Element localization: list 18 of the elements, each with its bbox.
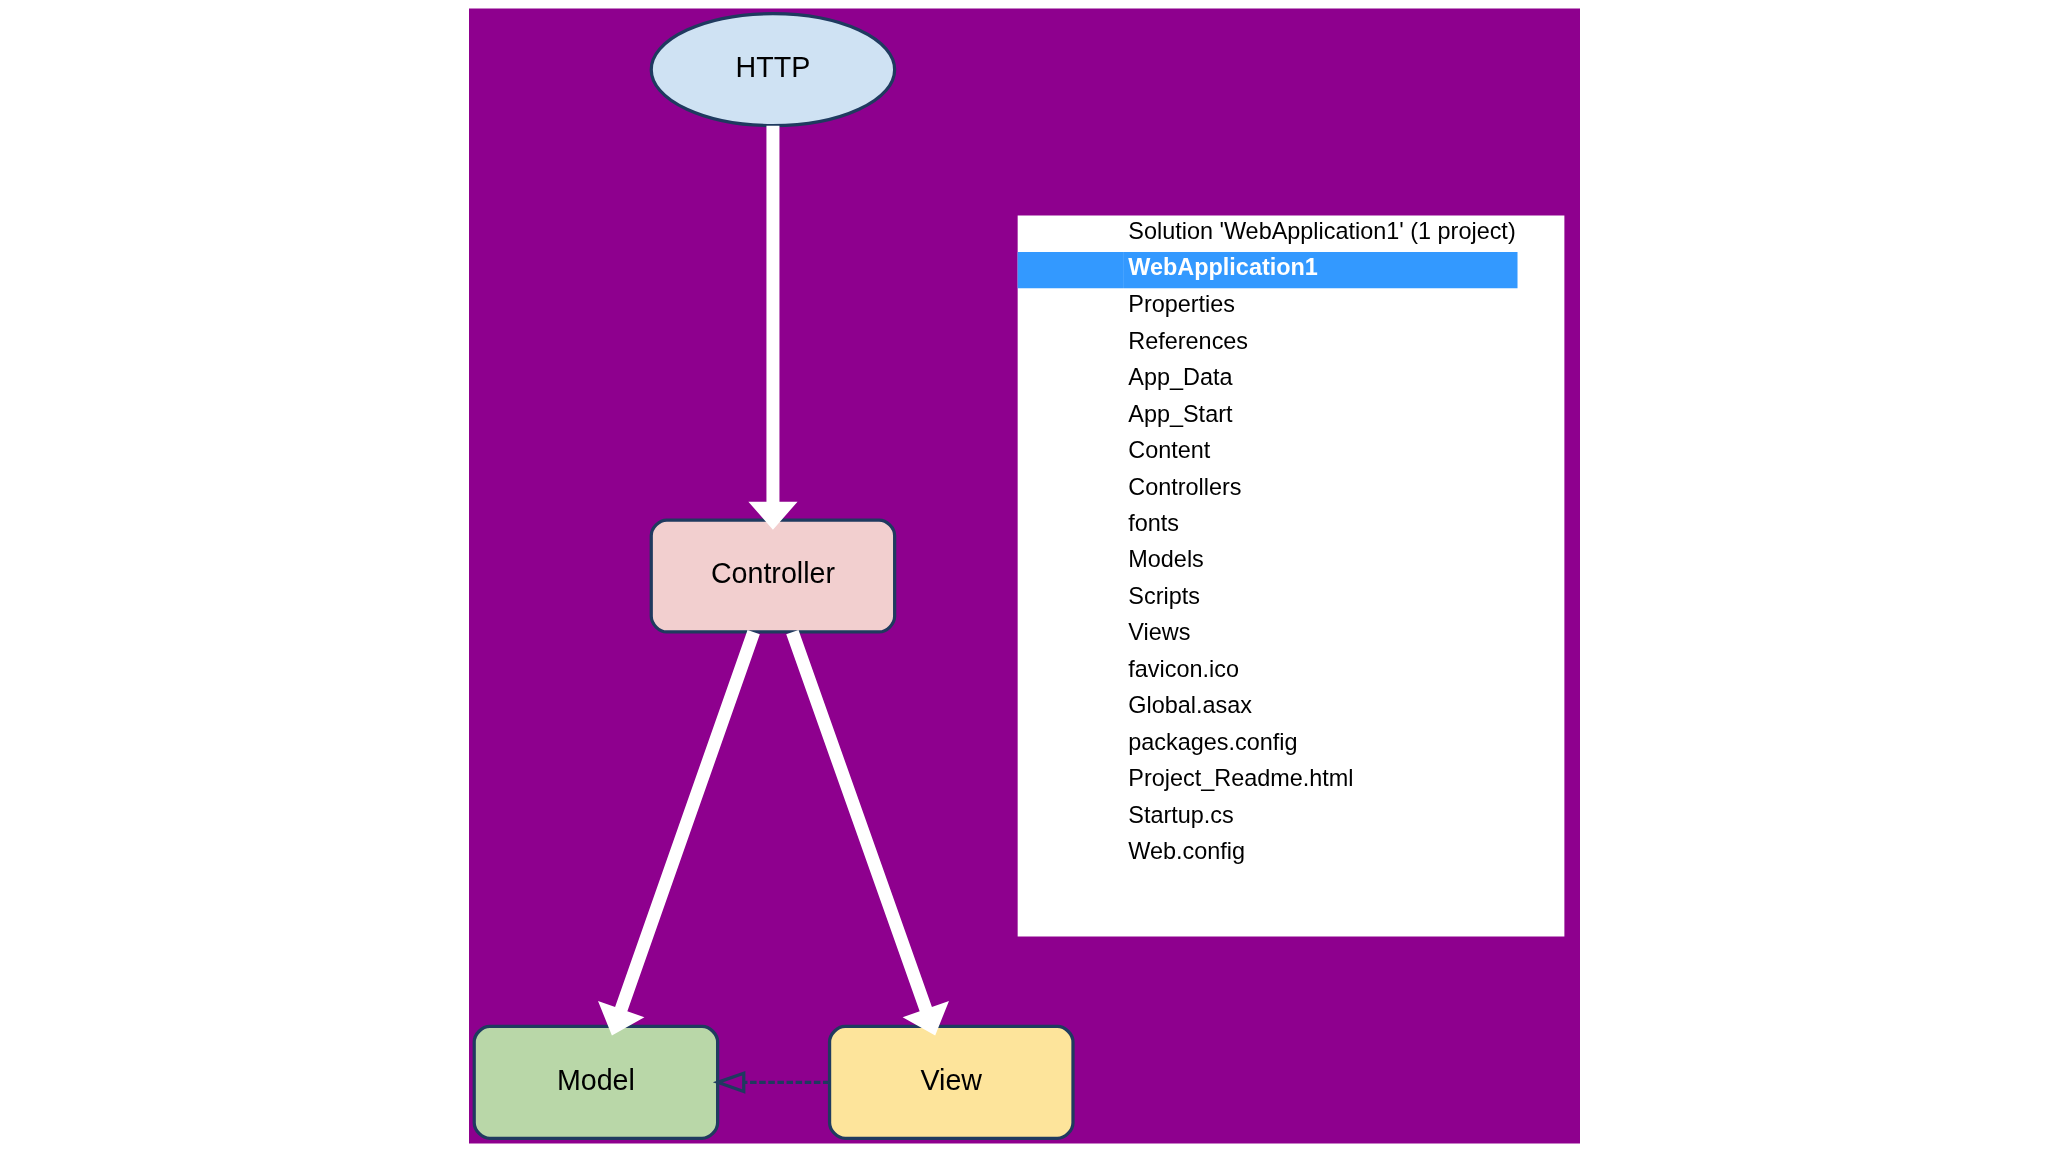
label: Global.asax	[1127, 692, 1252, 719]
label: favicon.ico	[1127, 655, 1239, 682]
label: Startup.cs	[1127, 801, 1234, 828]
label: Project_Readme.html	[1127, 765, 1354, 792]
label: Properties	[1127, 291, 1235, 318]
label: Web.config	[1127, 837, 1245, 864]
label: Views	[1127, 619, 1190, 646]
label: packages.config	[1127, 728, 1298, 755]
label: Solution 'WebApplication1' (1 project)	[1127, 218, 1516, 245]
label: Content	[1127, 437, 1210, 464]
label: Scripts	[1127, 582, 1200, 609]
label: fonts	[1127, 509, 1179, 536]
label: App_Data	[1127, 364, 1232, 391]
label: Models	[1127, 546, 1204, 573]
label: WebApplication1	[1127, 253, 1318, 280]
label: Controllers	[1127, 473, 1242, 500]
label: References	[1127, 327, 1248, 354]
label: App_Start	[1127, 400, 1232, 427]
